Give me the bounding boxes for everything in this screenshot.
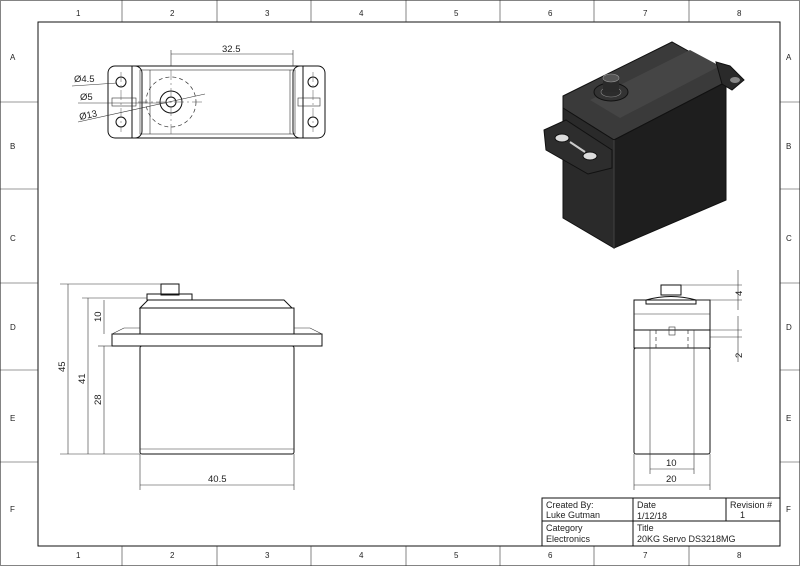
side-lower-body (633, 347, 711, 455)
dim-hole-diameter: Ø4.5 (74, 74, 95, 85)
left-mounting-ear (107, 65, 143, 139)
zone-row-b-right: B (786, 142, 791, 151)
zone-col-8-bottom: 8 (737, 551, 742, 560)
zone-col-8: 8 (737, 9, 742, 18)
zone-col-4: 4 (359, 9, 364, 18)
dim-lower-height: 28 (93, 394, 104, 405)
mounting-flange (111, 333, 323, 347)
zone-row-a: A (10, 53, 16, 62)
zone-row-d: D (10, 323, 16, 332)
zone-col-6-bottom: 6 (548, 551, 553, 560)
zone-row-b: B (10, 142, 15, 151)
zone-col-3-bottom: 3 (265, 551, 270, 560)
zone-row-e-right: E (786, 414, 791, 423)
zone-row-a-right: A (786, 53, 792, 62)
zone-col-2-bottom: 2 (170, 551, 175, 560)
revision-value: 1 (740, 510, 745, 520)
side-view: 4 2 10 20 (633, 270, 745, 490)
created-by-value: Luke Gutman (546, 510, 600, 520)
upper-body (139, 307, 295, 335)
dim-shaft-height: 4 (734, 291, 745, 296)
dim-horn-diameter: Ø13 (78, 108, 98, 122)
zone-row-d-right: D (786, 323, 792, 332)
dim-side-width: 20 (666, 474, 677, 485)
revision-label: Revision # (730, 500, 772, 510)
zone-labels-bottom: 1 2 3 4 5 6 7 8 (76, 551, 742, 560)
drawing-frame (37, 21, 781, 547)
title-label: Title (637, 523, 654, 533)
side-shaft (660, 284, 682, 296)
side-flange (633, 329, 711, 349)
dim-top-width: 32.5 (222, 44, 241, 55)
zone-col-1: 1 (76, 9, 81, 18)
zone-col-5: 5 (454, 9, 459, 18)
date-value: 1/12/18 (637, 511, 667, 521)
dim-body-height: 41 (77, 373, 88, 384)
side-horn (645, 296, 697, 305)
title-value: 20KG Servo DS3218MG (637, 534, 736, 544)
dim-cap-height: 10 (93, 311, 104, 322)
zone-labels-left: A B C D E F (10, 53, 16, 514)
zone-col-6: 6 (548, 9, 553, 18)
isometric-servo-model (543, 41, 745, 249)
zone-col-5-bottom: 5 (454, 551, 459, 560)
zone-labels-top: 1 2 3 4 5 6 7 8 (76, 9, 742, 18)
front-view: 45 41 10 28 40.5 (57, 283, 323, 490)
zone-col-1-bottom: 1 (76, 551, 81, 560)
zone-labels-right: A B C D E F (786, 53, 792, 514)
title-block: Created By: Luke Gutman Date 1/12/18 Rev… (541, 497, 781, 547)
zone-row-f-right: F (786, 505, 791, 514)
zone-row-c-right: C (786, 234, 792, 243)
date-label: Date (637, 500, 656, 510)
output-shaft (160, 283, 180, 296)
category-value: Electronics (546, 534, 591, 544)
zone-col-7: 7 (643, 9, 648, 18)
top-body-outline (131, 65, 304, 139)
zone-col-2: 2 (170, 9, 175, 18)
zone-col-3: 3 (265, 9, 270, 18)
lower-body (139, 345, 295, 455)
dim-shaft-diameter: Ø5 (80, 92, 93, 103)
zone-col-4-bottom: 4 (359, 551, 364, 560)
dim-side-inner-width: 10 (666, 458, 677, 469)
zone-row-e: E (10, 414, 15, 423)
zone-row-c: C (10, 234, 16, 243)
zone-col-7-bottom: 7 (643, 551, 648, 560)
dim-front-width: 40.5 (208, 474, 227, 485)
dim-flange-offset: 2 (734, 353, 745, 358)
category-label: Category (546, 523, 583, 533)
top-view: 32.5 Ø4.5 Ø5 Ø13 (71, 44, 326, 139)
zone-row-f: F (10, 505, 15, 514)
right-mounting-ear (292, 65, 326, 139)
created-by-label: Created By: (546, 500, 594, 510)
top-cap (138, 299, 294, 309)
dim-overall-height: 45 (57, 361, 68, 372)
